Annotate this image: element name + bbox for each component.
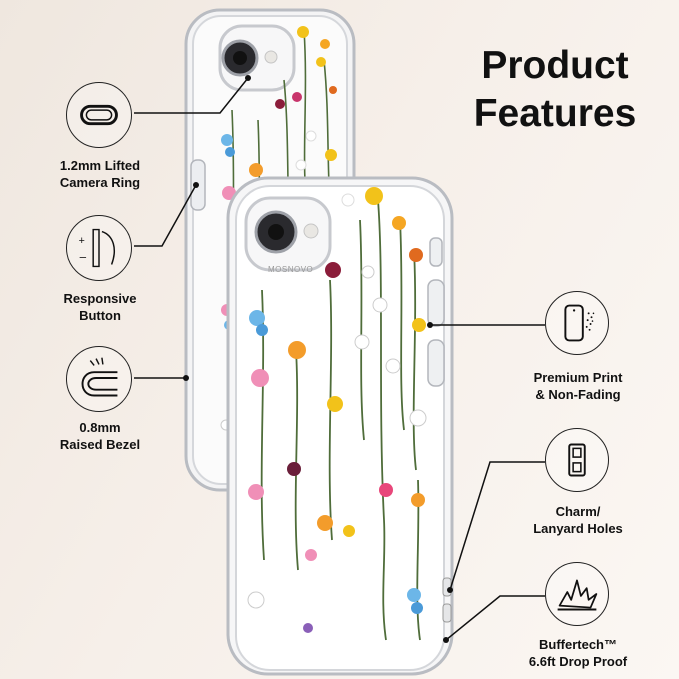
svg-text:+: + — [79, 235, 85, 247]
feature-print-label: Premium Print & Non-Fading — [533, 370, 623, 402]
feature-bezel-label: 0.8mm Raised Bezel — [59, 420, 141, 452]
feature-button-badge: + – — [66, 215, 132, 281]
drop-proof-icon — [557, 579, 598, 611]
button-icon: + – — [79, 228, 115, 268]
svg-text:–: – — [80, 251, 87, 264]
bezel-icon — [81, 357, 118, 397]
feature-print-badge — [545, 291, 609, 355]
brand-text: MOSNOVO — [268, 265, 313, 274]
feature-button-label: Responsive Button — [63, 291, 137, 323]
headline-line-2: Features — [473, 92, 637, 135]
feature-lanyard-holes-badge — [545, 428, 609, 492]
feature-bezel-badge — [66, 346, 132, 412]
feature-drop-proof-label: Buffertech™ 6.6ft Drop Proof — [528, 637, 628, 669]
feature-camera-ring-badge — [66, 82, 132, 148]
camera-ring-icon — [80, 104, 118, 126]
feature-lanyard-holes-label: Charm/ Lanyard Holes — [533, 504, 623, 536]
headline-line-1: Product — [481, 44, 629, 87]
headline: Product Features — [455, 42, 655, 138]
print-icon — [564, 304, 595, 342]
feature-drop-proof-badge — [545, 562, 609, 626]
feature-camera-ring-label: 1.2mm Lifted Camera Ring — [59, 158, 141, 190]
lanyard-holes-icon — [568, 443, 586, 477]
